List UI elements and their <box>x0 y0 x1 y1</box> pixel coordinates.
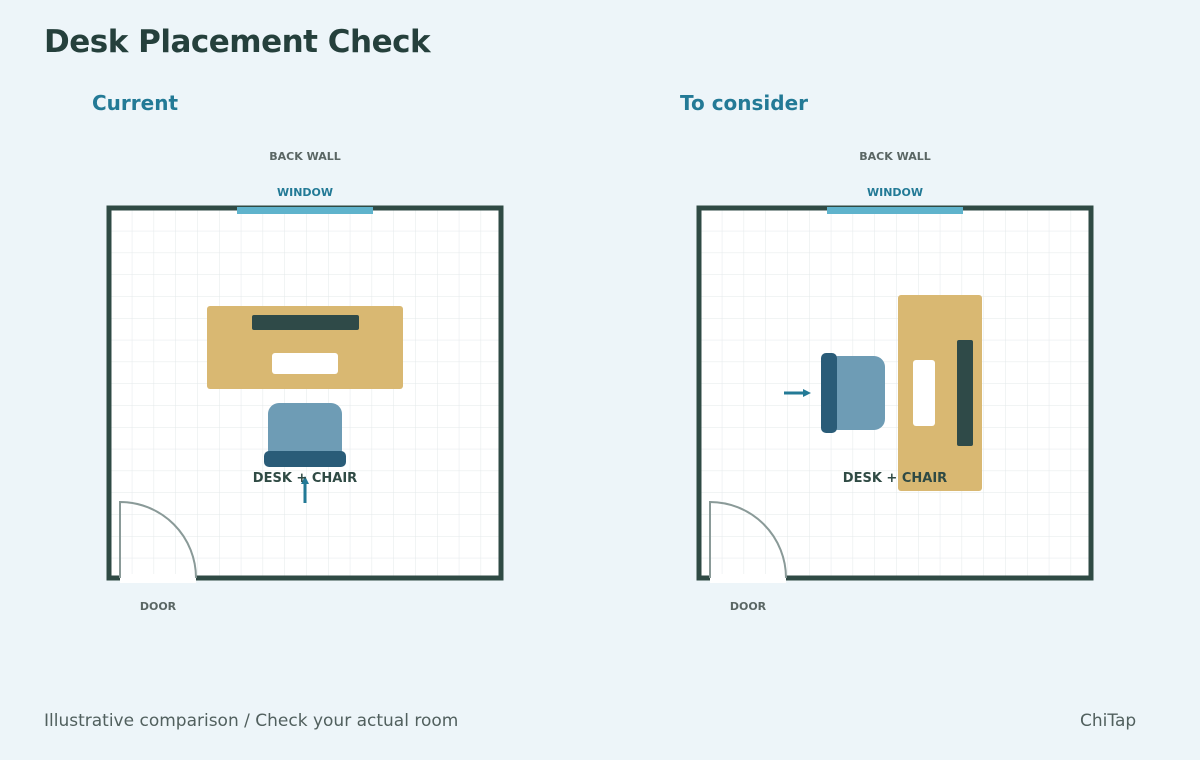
brand-name: ChiTap <box>1080 711 1137 731</box>
door-swing <box>709 500 787 579</box>
monitor <box>957 340 973 446</box>
furniture-label: DESK + CHAIR <box>843 471 947 486</box>
floor-grid <box>109 208 501 578</box>
back-wall-label: BACK WALL <box>859 150 931 163</box>
door-opening <box>710 574 786 583</box>
keyboard <box>272 353 338 374</box>
footer-note: Illustrative comparison / Check your act… <box>44 711 459 731</box>
window <box>237 207 373 214</box>
chair-seat <box>827 356 885 430</box>
room-to-consider: BACK WALL WINDOW DOOR DESK + CHAIR <box>696 150 1094 613</box>
back-wall-label: BACK WALL <box>269 150 341 163</box>
door-swing <box>119 500 197 579</box>
monitor <box>252 315 359 330</box>
door-label: DOOR <box>140 600 177 613</box>
room-current: BACK WALL WINDOW DOOR DESK + CHAIR <box>106 150 504 613</box>
door-label: DOOR <box>730 600 767 613</box>
chair-back <box>264 451 346 467</box>
window-label: WINDOW <box>277 186 333 199</box>
door-opening <box>120 574 196 583</box>
window <box>827 207 963 214</box>
floor-grid <box>699 208 1091 578</box>
furniture-label: DESK + CHAIR <box>253 471 357 486</box>
page-title: Desk Placement Check <box>44 24 431 60</box>
window-label: WINDOW <box>867 186 923 199</box>
panel-heading-to-consider: To consider <box>680 91 809 115</box>
chair-seat <box>268 403 342 461</box>
keyboard <box>913 360 935 426</box>
panel-heading-current: Current <box>92 91 179 115</box>
chair-back <box>821 353 837 433</box>
